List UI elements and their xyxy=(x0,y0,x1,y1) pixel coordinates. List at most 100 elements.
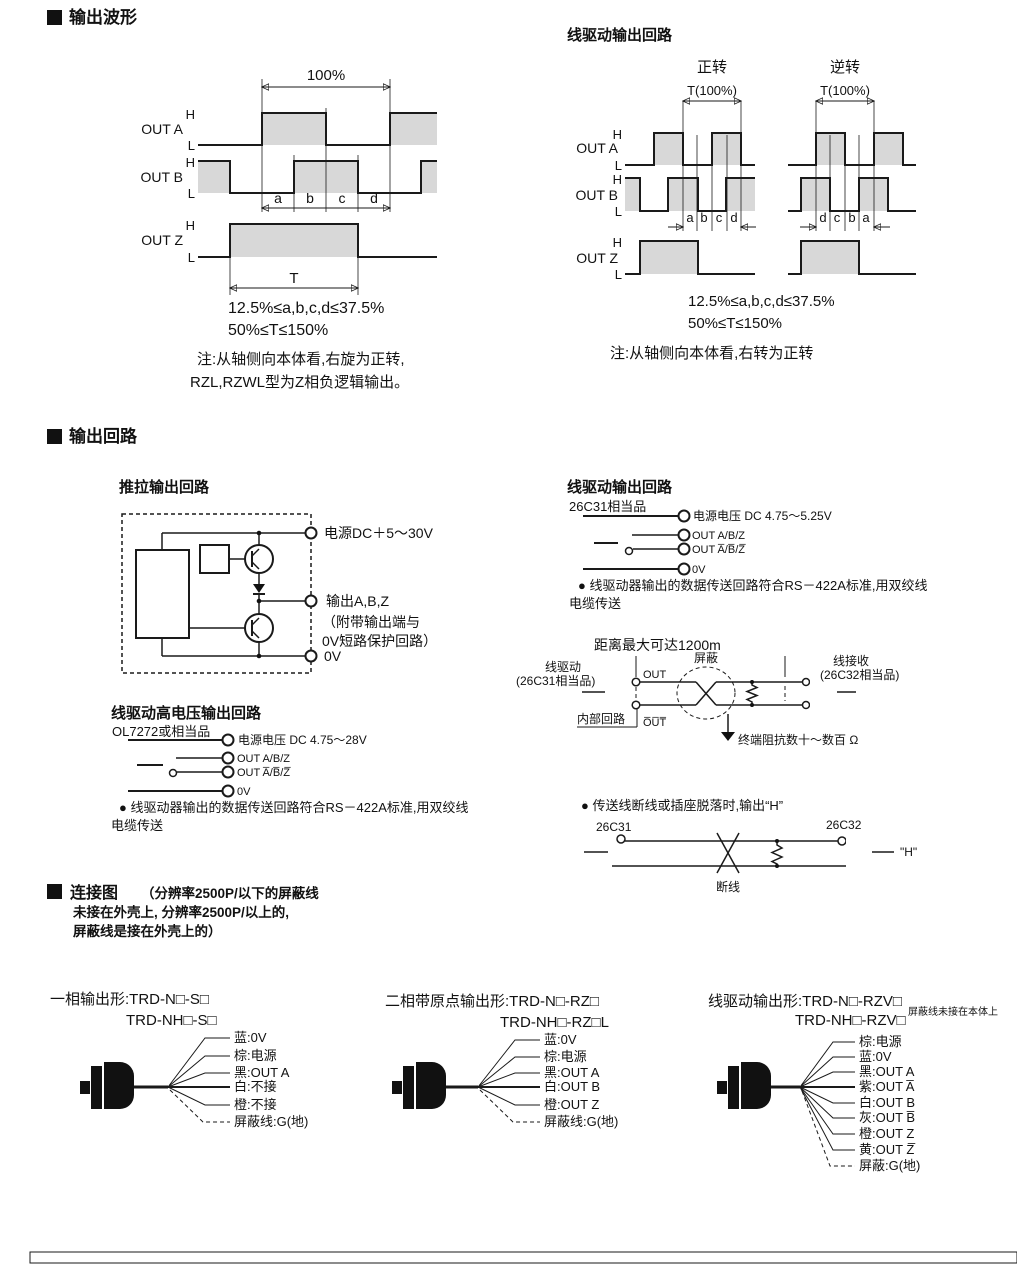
encoder-icon xyxy=(416,1062,446,1109)
shield-wire xyxy=(169,1089,230,1123)
wire-label: 黑:OUT A xyxy=(859,1064,915,1079)
wire-label: 蓝:0V xyxy=(544,1032,577,1047)
rev-seg-b: b xyxy=(848,210,855,225)
wire-break-diagram: ● 传送线断线或插座脱落时,输出“H” 26C31 26C32 断线 "H" xyxy=(581,798,917,894)
terminal-output xyxy=(304,594,318,608)
break-bullet: ● 传送线断线或插座脱落时,输出“H” xyxy=(581,798,783,813)
dim-t-label: T xyxy=(289,270,298,287)
forward-label: 正转 xyxy=(697,59,727,76)
shield-wire xyxy=(479,1089,540,1123)
out-b-label: OUT B xyxy=(140,169,183,185)
push-pull-circuit: 推拉输出回路 电源DC＋5～30V 输出A,B,Z （附带输出端与 0V短路保护… xyxy=(119,478,437,674)
wire-label: 屏蔽:G(地) xyxy=(859,1158,920,1173)
h-label: H xyxy=(613,172,622,187)
wire-label: 黄:OUT Z̅ xyxy=(859,1142,916,1157)
push-pull-title: 推拉输出回路 xyxy=(119,478,210,496)
terminal-0v xyxy=(221,784,235,798)
wire-label: 灰:OUT B̅ xyxy=(859,1110,915,1125)
terminator-resistor-icon xyxy=(744,682,760,705)
ld-title: 线驱动输出回路 xyxy=(567,478,673,496)
constraint-abcd: 12.5%≤a,b,c,d≤37.5% xyxy=(688,293,835,310)
connector-diagram-2: 二相带原点输出形:TRD-N□-RZ□ TRD-NH□-RZ□L 蓝:0V 棕:… xyxy=(385,993,618,1129)
ld-chip: 26C31相当品 xyxy=(569,499,646,514)
out-z-label: OUT Z xyxy=(576,250,618,266)
ld-out-label: OUT A/B/Z xyxy=(692,530,745,542)
wire-label: 白:不接 xyxy=(234,1079,277,1094)
terminal-power xyxy=(677,509,691,523)
d1-title2: TRD-NH□-S□ xyxy=(126,1012,217,1029)
wire-label: 棕:电源 xyxy=(859,1034,902,1049)
fwd-out-a-waveform xyxy=(625,132,755,166)
output-note2: 0V短路保护回路） xyxy=(322,633,437,649)
t100-label-fwd: T(100%) xyxy=(687,83,737,98)
wire-label: 橙:不接 xyxy=(234,1097,277,1112)
d3-title1: 线驱动输出形:TRD-N□-RZV□ xyxy=(708,993,902,1010)
out-a-label: OUT A xyxy=(576,140,618,156)
seg-a-label: a xyxy=(274,190,282,206)
ld-bullet2: 电缆传送 xyxy=(569,596,621,611)
line-driver-waveform-title: 线驱动输出回路 xyxy=(567,26,673,44)
circuit-dashed-box xyxy=(121,513,312,674)
wire-label: 屏蔽线:G(地) xyxy=(234,1114,308,1129)
l-label: L xyxy=(188,138,195,153)
terminal-power xyxy=(221,733,235,747)
fwd-seg-b: b xyxy=(700,210,707,225)
wire-label: 紫:OUT A̅ xyxy=(859,1079,915,1094)
hv-bullet1: ● 线驱动器输出的数据传送回路符合RS－422A标准,用双绞线 xyxy=(119,800,469,815)
l-label: L xyxy=(615,158,622,173)
section-output-circuit-header: 输出回路 xyxy=(47,426,138,446)
out-z-label: OUT Z xyxy=(141,232,183,248)
section-square-icon xyxy=(47,429,62,444)
rev-out-z-waveform xyxy=(788,240,916,275)
dim-100pct-label: 100% xyxy=(307,67,345,84)
hv-out-label: OUT A/B/Z xyxy=(237,753,290,765)
inverter-bubble-icon xyxy=(837,836,847,846)
break-label: 断线 xyxy=(716,879,740,894)
wire-label: 橙:OUT Z xyxy=(544,1097,599,1112)
rev-out-a-waveform xyxy=(788,132,916,166)
receiver-triangle-icon xyxy=(810,678,837,707)
l-label: L xyxy=(188,250,195,265)
h-label: H xyxy=(613,235,622,250)
out-b-waveform xyxy=(198,160,437,194)
connection-note1: （分辨率2500P/以下的屏蔽线 xyxy=(141,885,319,901)
encoder-icon xyxy=(741,1062,771,1109)
receiver-label2: (26C32相当品) xyxy=(820,668,899,682)
receiver-triangle-icon xyxy=(846,835,872,869)
terminal-0v xyxy=(677,562,691,576)
wire-label: 棕:电源 xyxy=(234,1048,277,1063)
receiver-inbar-terminal xyxy=(801,700,811,710)
d2-title2: TRD-NH□-RZ□L xyxy=(500,1014,609,1031)
resistor-icon xyxy=(770,841,784,866)
h-label: H xyxy=(186,218,195,233)
buffer-triangle-icon xyxy=(618,530,640,556)
shield-wire xyxy=(801,1090,855,1167)
diode-icon xyxy=(253,584,265,593)
terminal-power xyxy=(304,526,318,540)
terminal-out xyxy=(221,751,235,765)
section-square-icon xyxy=(47,10,62,25)
d3-title2: TRD-NH□-RZV□ xyxy=(795,1012,906,1029)
line-driver-circuit: 线驱动输出回路 26C31相当品 电源电压 DC 4.75～5.25V OUT … xyxy=(567,478,928,611)
section-square-icon xyxy=(47,884,62,899)
driver-label2: (26C31相当品) xyxy=(516,674,595,688)
ld-bullet1: ● 线驱动器输出的数据传送回路符合RS－422A标准,用双绞线 xyxy=(578,578,928,593)
chip-left-label: 26C31 xyxy=(596,820,632,834)
ld-outbar-label: OUT A̅/B̅/Z̅ xyxy=(692,544,747,556)
footer-accent-bar xyxy=(29,1251,1017,1264)
connector-diagram-1: 一相输出形:TRD-N□-S□ TRD-NH□-S□ 蓝:0V 棕:电源 黑:O… xyxy=(50,991,308,1129)
line-driver-hv-circuit: 线驱动高电压输出回路 OL7272或相当品 电源电压 DC 4.75～28V O… xyxy=(111,704,469,833)
waveform-diagram-left: 100% OUT A H L OUT B H L OUT Z H L a b c… xyxy=(140,67,437,391)
output-label: 输出A,B,Z xyxy=(326,593,389,609)
buffer-triangle-icon xyxy=(163,752,185,778)
section-connection-header: 连接图 （分辨率2500P/以下的屏蔽线 未接在外壳上, 分辨率2500P/以上… xyxy=(47,883,319,939)
distance-label: 距离最大可达1200m xyxy=(594,637,721,653)
note-line2: RZL,RZWL型为Z相负逻辑输出。 xyxy=(190,374,409,391)
connector-diagram-3: 线驱动输出形:TRD-N□-RZV□ TRD-NH□-RZV□ 屏蔽线未接在本体… xyxy=(708,993,998,1173)
output-h-label: "H" xyxy=(900,845,917,859)
encoder-icon xyxy=(104,1062,134,1109)
shield-ellipse-icon xyxy=(676,666,736,720)
receiver-label1: 线接收 xyxy=(833,653,869,668)
